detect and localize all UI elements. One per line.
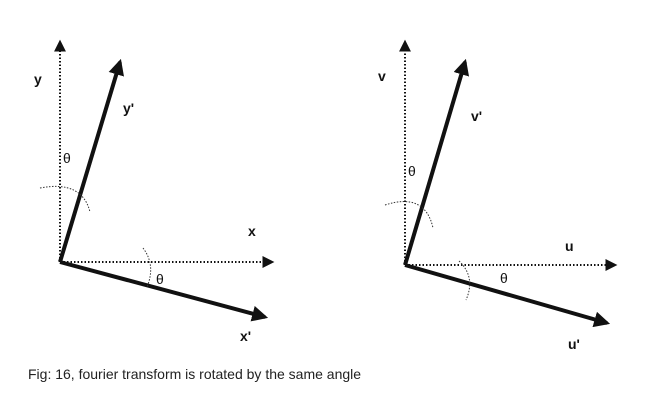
frequency-axes-diagram: v v' u u' θ θ	[378, 39, 618, 352]
angle-arc-lower	[142, 247, 152, 288]
theta-label-lower: θ	[156, 271, 164, 287]
x-prime-axis-label: x'	[240, 328, 251, 344]
v-axis-label: v	[378, 68, 386, 84]
v-prime-axis-label: v'	[471, 108, 482, 124]
figure-caption: Fig: 16, fourier transform is rotated by…	[28, 366, 362, 382]
u-prime-axis	[404, 263, 611, 328]
theta-label-lower: θ	[500, 270, 508, 286]
x-axis-label: x	[248, 223, 256, 239]
angle-arc-upper	[39, 185, 91, 213]
x-prime-axis	[59, 260, 269, 322]
theta-label-upper: θ	[408, 163, 416, 179]
y-prime-axis	[58, 58, 124, 263]
u-axis-label: u	[565, 238, 574, 254]
spatial-axes-diagram: y y' x x' θ θ	[34, 39, 275, 344]
y-axis-label: y	[34, 71, 42, 87]
v-prime-axis	[403, 58, 470, 266]
theta-label-upper: θ	[63, 150, 71, 166]
u-prime-axis-label: u'	[568, 336, 580, 352]
angle-arc-lower	[458, 260, 471, 301]
y-prime-axis-label: y'	[123, 100, 134, 116]
angle-arc-upper	[384, 201, 434, 229]
